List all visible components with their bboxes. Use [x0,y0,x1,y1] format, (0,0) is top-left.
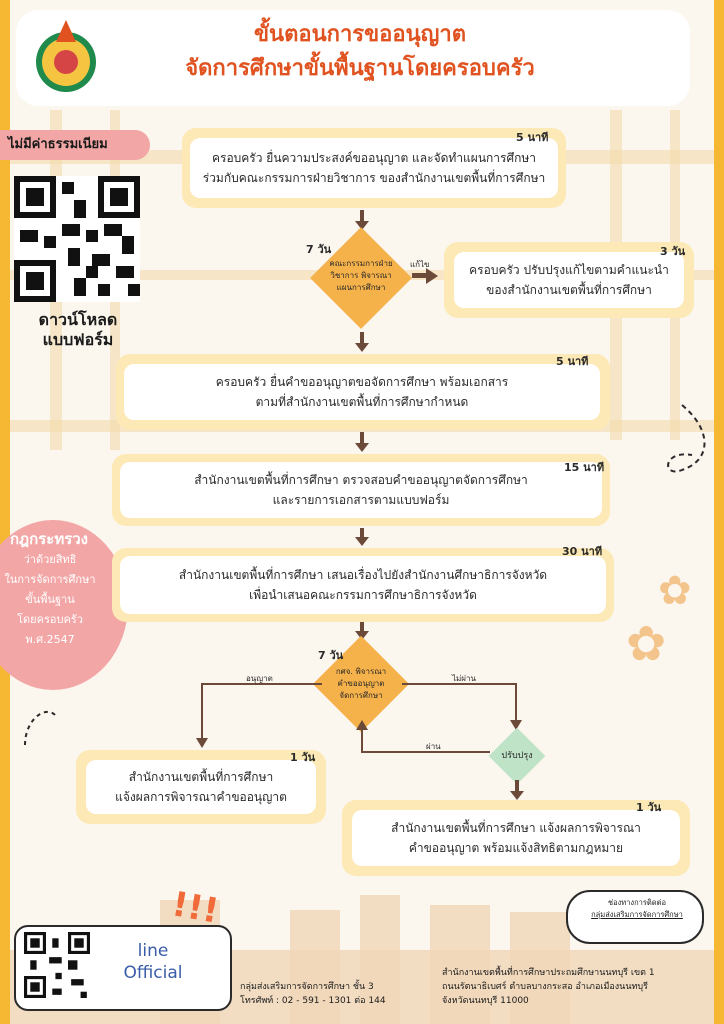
contact-bubble-text: ช่องทางการติดต่อ กลุ่มส่งเสริมการจัดการศ… [576,897,698,921]
page-title: ขั้นตอนการขออนุญาต จัดการศึกษาขั้นพื้นฐา… [120,18,600,86]
address-line: ถนนรัตนาธิเบศร์ ตำบลบางกระสอ อำเภอเมืองน… [442,982,648,992]
step1-text: ครอบครัว ยื่นความประสงค์ขออนุญาต และจัดท… [190,138,558,198]
download-form-label: ดาวน์โหลด แบบฟอร์ม [8,310,148,350]
law-title: กฎกระทรวง [9,530,89,548]
step3-text: สำนักงานเขตพื้นที่การศึกษา ตรวจสอบคำขออน… [120,462,602,518]
address-line: สำนักงานเขตพื้นที่การศึกษาประถมศึกษานนทบ… [442,968,655,978]
decision-line: คำขออนุญาต [337,679,385,688]
result-reject-time: 1 วัน [636,801,662,814]
office-address: สำนักงานเขตพื้นที่การศึกษาประถมศึกษานนทบ… [442,966,712,1008]
law-circle [0,520,128,690]
no-fee-badge: ไม่มีค่าธรรมเนียม [0,130,150,160]
result-approve-text: สำนักงานเขตพื้นที่การศึกษา แจ้งผลการพิจา… [86,760,316,814]
reject-label: ไม่ผ่าน [452,674,476,683]
flower-decoration-icon: ✿ [626,616,667,672]
step-line: สำนักงานเขตพื้นที่การศึกษา ตรวจสอบคำขออน… [194,473,528,487]
edit-label: แก้ไข [410,260,430,269]
flow-arrow [355,210,369,230]
revise-time: 3 วัน [660,245,686,258]
decision-line: จัดการศึกษา [339,691,383,700]
result-reject-text: สำนักงานเขตพื้นที่การศึกษา แจ้งผลการพิจา… [352,810,680,866]
step-line: แจ้งผลการพิจารณาคำขออนุญาต [115,790,287,804]
step-line: คำขออนุญาต พร้อมแจ้งสิทธิตามกฎหมาย [408,841,624,855]
decision-line: วิชาการ พิจารณา [330,271,392,280]
step-line: สำนักงานเขตพื้นที่การศึกษา เสนอเรื่องไปย… [178,568,548,582]
law-line: ในการจัดการศึกษา [4,573,96,586]
official-label: Official [123,963,183,983]
decision-connectors [196,683,522,753]
decision-line: กศจ. พิจารณา [335,667,387,676]
flower-decoration-icon: ✿ [658,568,692,614]
result-approve-time: 1 วัน [290,751,316,764]
step4-text: สำนักงานเขตพื้นที่การศึกษา เสนอเรื่องไปย… [120,556,606,614]
download-line-2: แบบฟอร์ม [42,330,114,349]
decision1-time: 7 วัน [306,243,332,256]
line-official-label: line Official [108,940,198,984]
step2-time: 5 นาที [556,355,589,368]
bubble-line: ช่องทางการติดต่อ [608,898,666,907]
step-line: ครอบครัว ปรับปรุงแก้ไขตามคำแนะนำ [469,263,669,277]
right-arrow-icon [412,268,438,284]
exclaim-mark: !!! [168,884,222,932]
step1-time: 5 นาที [516,131,549,144]
pass-label: ผ่าน [426,742,441,751]
approve-label: อนุญาต [246,674,273,683]
decision1-text: คณะกรรมการฝ่าย วิชาการ พิจารณา แผนการศึก… [318,258,404,294]
step-line: ร่วมกับคณะกรรมการฝ่ายวิชาการ ของสำนักงาน… [202,171,546,185]
flow-arrow [355,332,369,352]
step2-text: ครอบครัว ยื่นคำขออนุญาตขอจัดการศึกษา พร้… [124,364,600,420]
header-card [16,10,690,106]
step-line: ครอบครัว ยื่นคำขออนุญาตขอจัดการศึกษา พร้… [215,375,509,389]
step-line: เพื่อนำเสนอคณะกรรมการศึกษาธิการจังหวัด [249,588,477,602]
line-label: line [137,941,169,961]
step-line: และรายการเอกสารตามแบบฟอร์ม [272,493,450,507]
decision-line: คณะกรรมการฝ่าย [329,259,393,268]
flow-arrow [510,780,524,800]
ministry-logo-icon [36,20,96,92]
step-line: สำนักงานเขตพื้นที่การศึกษา [128,770,274,784]
law-line: ว่าด้วยสิทธิ [23,553,77,566]
revise-text: ครอบครัว ปรับปรุงแก้ไขตามคำแนะนำ ของสำนั… [454,252,684,308]
flow-arrow [355,528,369,546]
law-line: โดยครอบครัว [17,613,83,626]
law-body: ว่าด้วยสิทธิ ในการจัดการศึกษา ขั้นพื้นฐา… [0,550,100,650]
law-line: พ.ศ.2547 [25,633,75,646]
step4-time: 30 นาที [562,545,603,558]
download-line-1: ดาวน์โหลด [38,310,118,329]
bubble-line: กลุ่มส่งเสริมการจัดการศึกษา [591,910,683,919]
download-qr-code[interactable] [12,176,142,302]
law-line: ขั้นพื้นฐาน [25,593,75,606]
dashed-curve-icon [667,404,706,473]
step-line: สำนักงานเขตพื้นที่การศึกษา แจ้งผลการพิจา… [391,821,641,835]
step-line: ครอบครัว ยื่นความประสงค์ขออนุญาต และจัดท… [211,151,537,165]
address-line: จังหวัดนนทบุรี 11000 [442,996,529,1006]
contact-bubble [566,890,704,944]
title-line-2: จัดการศึกษาขั้นพื้นฐานโดยครอบครัว [185,56,535,81]
flow-arrow [355,432,369,452]
dashed-curve-icon [24,710,56,746]
decision-line: แผนการศึกษา [336,283,386,292]
decision2-text: กศจ. พิจารณา คำขออนุญาต จัดการศึกษา [320,666,402,702]
improve-label: ปรับปรุง [501,751,533,761]
step3-time: 15 นาที [564,461,605,474]
step-line: ตามที่สำนักงานเขตพื้นที่การศึกษากำหนด [255,395,469,409]
step-line: ของสำนักงานเขตพื้นที่การศึกษา [486,283,652,297]
line-qr-code[interactable] [24,932,90,998]
decision2-time: 7 วัน [318,649,344,662]
title-line-1: ขั้นตอนการขออนุญาต [254,22,466,47]
office-contact: กลุ่มส่งเสริมการจัดการศึกษา ชั้น 3 โทรศั… [240,980,440,1008]
phone-line: โทรศัพท์ : 02 - 591 - 1301 ต่อ 144 [240,996,386,1006]
office-line: กลุ่มส่งเสริมการจัดการศึกษา ชั้น 3 [240,982,374,992]
flow-arrow [355,622,369,640]
